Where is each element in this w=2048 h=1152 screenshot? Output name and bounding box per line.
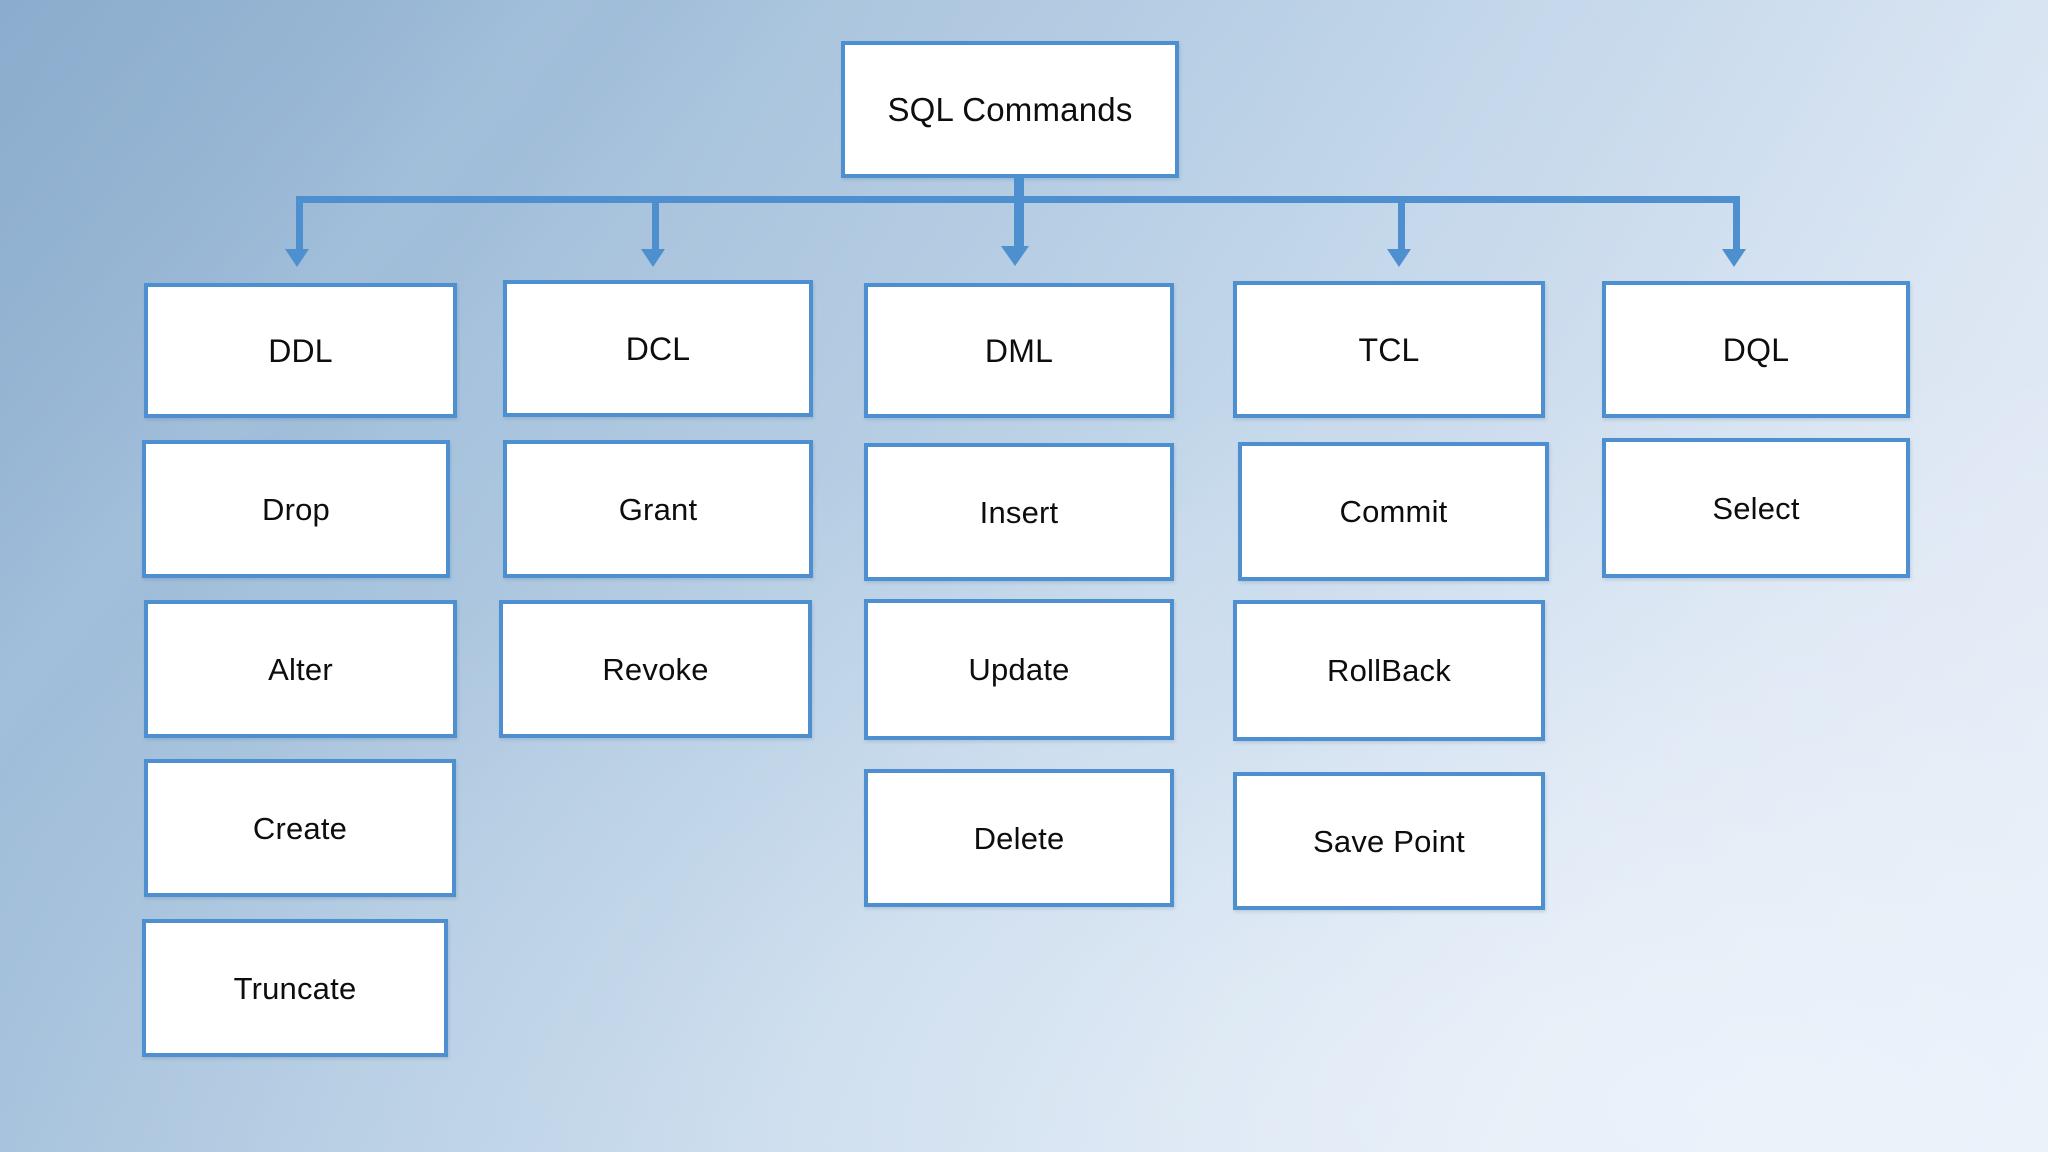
node-dcl-child-grant[interactable]: Grant bbox=[503, 440, 813, 578]
connector-drop-dql bbox=[1733, 196, 1740, 251]
node-category-tcl[interactable]: TCL bbox=[1233, 281, 1545, 418]
node-root-sql-commands[interactable]: SQL Commands bbox=[841, 41, 1179, 178]
node-category-dql[interactable]: DQL bbox=[1602, 281, 1910, 418]
node-dml-child-delete[interactable]: Delete bbox=[864, 769, 1174, 907]
arrow-dql bbox=[1722, 249, 1746, 267]
node-ddl-child-alter[interactable]: Alter bbox=[144, 600, 457, 738]
node-dml-child-insert[interactable]: Insert bbox=[864, 443, 1174, 581]
node-tcl-child-commit[interactable]: Commit bbox=[1238, 442, 1549, 581]
node-ddl-child-truncate[interactable]: Truncate bbox=[142, 919, 448, 1057]
node-dql-child-select[interactable]: Select bbox=[1602, 438, 1910, 578]
arrow-tcl bbox=[1387, 249, 1411, 267]
arrow-ddl bbox=[285, 249, 309, 267]
node-ddl-child-drop[interactable]: Drop bbox=[142, 440, 450, 578]
arrow-dml bbox=[1001, 246, 1029, 266]
node-category-dml[interactable]: DML bbox=[864, 283, 1174, 418]
connector-root-stem bbox=[1014, 178, 1024, 202]
node-category-dcl[interactable]: DCL bbox=[503, 280, 813, 417]
node-dcl-child-revoke[interactable]: Revoke bbox=[499, 600, 812, 738]
node-category-ddl[interactable]: DDL bbox=[144, 283, 457, 418]
connector-drop-dml bbox=[1014, 196, 1024, 248]
connector-drop-ddl bbox=[296, 196, 303, 251]
arrow-dcl bbox=[641, 249, 665, 267]
connector-drop-tcl bbox=[1398, 196, 1405, 251]
connector-drop-dcl bbox=[652, 196, 659, 251]
node-ddl-child-create[interactable]: Create bbox=[144, 759, 456, 897]
node-tcl-child-rollback[interactable]: RollBack bbox=[1233, 600, 1545, 741]
node-dml-child-update[interactable]: Update bbox=[864, 599, 1174, 740]
node-tcl-child-save-point[interactable]: Save Point bbox=[1233, 772, 1545, 910]
